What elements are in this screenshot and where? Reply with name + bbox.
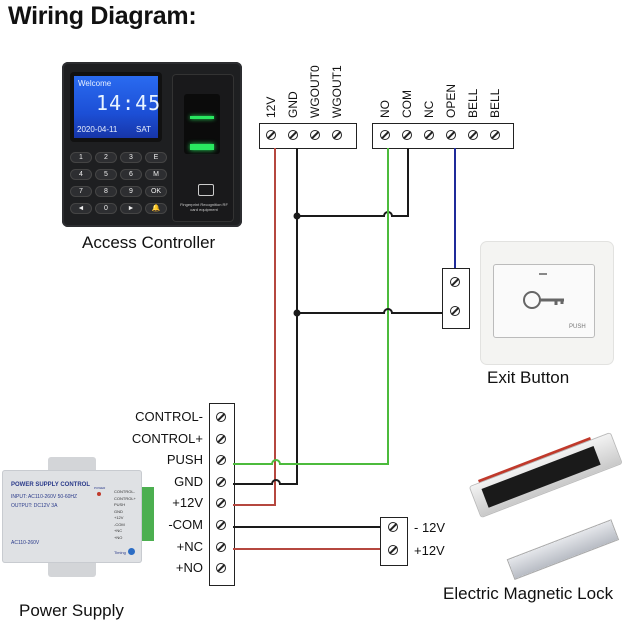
wire-junction-dot [293, 309, 301, 317]
ps-device-terminal-label: -COM [114, 521, 125, 527]
ps-timing-label: Timing [114, 550, 126, 555]
wire-junction-dot [293, 212, 301, 220]
screw-terminal-icon [468, 130, 478, 140]
key-icon [523, 291, 564, 309]
screw-terminal-icon [310, 130, 320, 140]
access-controller-caption: Access Controller [82, 233, 216, 252]
keypad-key: 1 [70, 152, 92, 163]
ps-device-terminal-label: +NC [114, 528, 123, 533]
power-led-icon [97, 492, 101, 496]
fingerprint-panel: Fingerprint Recognition RF card equipmen… [172, 74, 234, 222]
keypad-key: 🔔 [145, 203, 167, 214]
sensor-light-top [190, 116, 214, 119]
keypad-key: 4 [70, 169, 92, 180]
keypad-key: 0 [95, 203, 117, 214]
lcd-screen: Welcome 14:45 2020-04-11 SAT [74, 76, 162, 138]
ps-terminal-label: CONTROL+ [131, 430, 203, 446]
lock-terminal-label-minus: - 12V [414, 520, 446, 535]
push-label: PUSH [569, 324, 586, 330]
ps-terminal-label: +NO [175, 560, 203, 576]
keypad-key: 3 [120, 152, 142, 163]
ps-voltage-label: AC110-260V [11, 540, 40, 546]
screw-terminal-icon [216, 541, 226, 552]
wire-gnd-black [233, 148, 298, 485]
diagram-title: Wiring Diagram: [8, 2, 197, 30]
ps-device-terminal-label: +NO [114, 534, 123, 540]
screw-terminal-icon [216, 412, 226, 422]
ps-device-terminal-label: CONTROL- [114, 489, 135, 494]
wire-no-green [233, 148, 389, 465]
reader-caption: Fingerprint Recognition RF card equipmen… [180, 202, 228, 212]
ps-device-terminal-label: GND [114, 508, 123, 514]
keypad-key: OK [145, 186, 167, 197]
lcd-date: 2020-04-11 [77, 125, 118, 134]
sensor-light-bottom [190, 144, 214, 150]
screw-terminal-icon [424, 130, 434, 140]
lcd-time: 14:45 [96, 91, 162, 115]
keypad-key: ► [120, 203, 142, 214]
ps-terminal-label: CONTROL- [135, 409, 203, 424]
keypad-key: 6 [120, 169, 142, 180]
screw-terminal-icon [266, 130, 276, 140]
ps-power-led-label: POWER [94, 486, 106, 490]
screw-terminal-icon [446, 130, 456, 140]
ps-terminal-label: -COM [168, 517, 203, 532]
screw-terminal-icon [216, 476, 226, 487]
ps-green-terminal-strip [142, 487, 154, 541]
keypad-key: 5 [95, 169, 117, 180]
fingerprint-sensor-icon [184, 94, 220, 154]
exit-button-device: PUSH [481, 242, 613, 364]
screw-terminal-icon [288, 130, 298, 140]
mounting-tab-top [48, 457, 96, 471]
lcd-greeting: Welcome [78, 79, 112, 88]
mounting-tab-bottom [48, 563, 96, 577]
lcd-day: SAT [136, 125, 151, 134]
screw-terminal-icon [216, 563, 226, 574]
ps-terminal-label: +NC [176, 538, 203, 554]
screw-terminal-icon [216, 433, 226, 444]
screw-terminal-icon [216, 520, 226, 530]
keypad-key: 8 [95, 186, 117, 197]
screw-terminal-icon [216, 455, 226, 466]
ps-terminal-label: +12V [172, 495, 203, 511]
ps-terminal-label: GND [174, 473, 203, 489]
ps-device-terminal-label: PUSH [114, 502, 126, 507]
keypad-key: M [145, 169, 167, 180]
exit-button-caption: Exit Button [487, 368, 570, 387]
screw-terminal-icon [332, 130, 342, 140]
screw-terminal-icon [402, 130, 412, 140]
lock-terminal-label-plus: +12V [414, 543, 445, 558]
screw-terminal-icon [388, 522, 398, 532]
screw-terminal-icon [490, 130, 500, 140]
power-supply-device: POWER SUPPLY CONTROL INPUT: AC110-260V 5… [2, 470, 142, 563]
ps-input-spec: INPUT: AC110-260V 50-60HZ [11, 494, 78, 500]
magnetic-lock-caption: Electric Magnetic Lock [443, 584, 614, 603]
wire-12v-red [233, 148, 276, 506]
indicator-led [539, 273, 547, 275]
keypad-key: 9 [120, 186, 142, 197]
wire-exit-black [297, 308, 442, 314]
screw-terminal-icon [380, 130, 390, 140]
timing-knob-icon [128, 548, 135, 555]
keypad-key: 7 [70, 186, 92, 197]
wire-com-black [297, 148, 409, 217]
ps-output-spec: OUTPUT: DC12V 3A [11, 503, 58, 509]
keypad-key: 2 [95, 152, 117, 163]
ps-device-terminal-label: CONTROL+ [114, 495, 136, 501]
lcd-frame: Welcome 14:45 2020-04-11 SAT [70, 72, 162, 142]
rf-card-icon [198, 184, 214, 196]
screw-terminal-icon [450, 277, 460, 287]
ps-device-terminal-label: +12V [114, 515, 124, 520]
keypad-key: E [145, 152, 167, 163]
screw-terminal-icon [216, 498, 226, 509]
screw-terminal-icon [388, 545, 398, 555]
ps-terminal-label: PUSH [166, 452, 203, 468]
screw-terminal-icon [450, 306, 460, 316]
ps-device-title: POWER SUPPLY CONTROL [11, 482, 91, 488]
power-supply-caption: Power Supply [19, 601, 124, 620]
exit-button-face: PUSH [493, 264, 595, 338]
keypad-key: ◄ [70, 203, 92, 214]
